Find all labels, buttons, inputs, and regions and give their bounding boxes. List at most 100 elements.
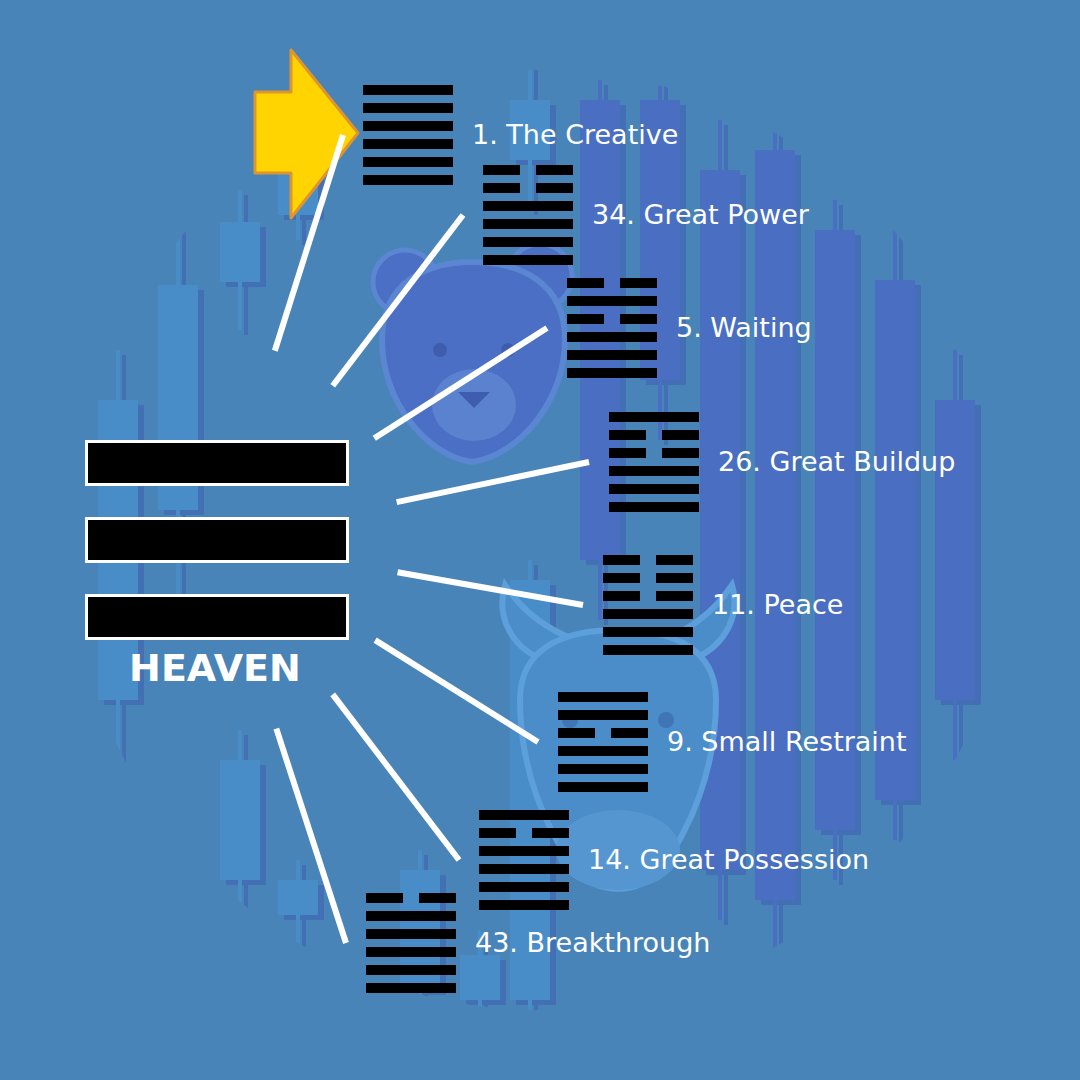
connector-line <box>374 328 547 438</box>
hexagram-symbol <box>603 555 693 655</box>
hexagram-line <box>656 591 693 601</box>
hexagram-line <box>363 103 453 113</box>
hexagram-line <box>366 929 456 939</box>
hexagram-line <box>479 810 569 820</box>
hexagram-line <box>567 368 657 378</box>
bear-nose <box>458 392 490 408</box>
hexagram-line <box>567 314 604 324</box>
candlestick <box>700 120 740 920</box>
candlestick <box>935 350 975 760</box>
hexagram-label: 14. Great Possession <box>588 844 869 876</box>
candlestick <box>220 730 260 930</box>
hexagram-line <box>603 555 640 565</box>
hexagram-symbol <box>479 810 569 910</box>
connector-line <box>333 215 463 386</box>
hexagram-label: 43. Breakthrough <box>475 927 710 959</box>
connector-line <box>276 729 346 943</box>
hexagram-line <box>609 484 699 494</box>
hexagram-line <box>479 900 569 910</box>
hexagram-node: 5. Waiting <box>547 278 812 378</box>
hexagram-line <box>603 573 640 583</box>
hexagram-line <box>609 502 699 512</box>
bear-head <box>373 244 572 462</box>
candlestick <box>815 200 855 880</box>
hexagram-line <box>536 183 573 193</box>
hexagram-line <box>363 139 453 149</box>
hexagram-line <box>363 121 453 131</box>
hexagram-line <box>558 710 648 720</box>
candlestick <box>278 860 318 960</box>
hexagram-label: 1. The Creative <box>472 119 678 151</box>
hexagram-line <box>558 692 648 702</box>
bear-face <box>382 262 565 462</box>
hexagram-line <box>567 296 657 306</box>
trigram-line <box>87 442 348 485</box>
hexagram-line <box>366 965 456 975</box>
hexagram-line <box>479 846 569 856</box>
hexagram-line <box>567 278 604 288</box>
hexagram-line <box>532 828 569 838</box>
hexagram-line <box>366 911 456 921</box>
hexagram-node: 43. Breakthrough <box>346 893 710 993</box>
connector-line <box>275 135 343 351</box>
hexagram-line <box>558 728 595 738</box>
hexagram-line <box>603 627 693 637</box>
hexagram-line <box>662 448 699 458</box>
hexagram-line <box>483 255 573 265</box>
hexagram-node: 9. Small Restraint <box>538 692 907 792</box>
hexagram-label: 26. Great Buildup <box>718 446 955 478</box>
hexagram-line <box>483 165 520 175</box>
hexagram-line <box>363 85 453 95</box>
connector-line <box>398 572 583 605</box>
hexagram-line <box>536 165 573 175</box>
hexagram-node: 11. Peace <box>583 555 843 655</box>
hexagram-line <box>609 448 646 458</box>
hexagram-line <box>603 609 693 619</box>
hexagram-symbol <box>567 278 657 378</box>
hexagram-line <box>656 555 693 565</box>
hexagram-line <box>558 764 648 774</box>
hexagram-symbol <box>609 412 699 512</box>
hexagram-line <box>366 893 403 903</box>
hexagram-line <box>479 828 516 838</box>
trigram-line <box>87 596 348 639</box>
trigram-line <box>87 519 348 562</box>
hexagram-line <box>662 430 699 440</box>
hexagram-line <box>558 782 648 792</box>
candlestick <box>755 130 795 960</box>
connector-line <box>397 462 589 502</box>
hexagram-line <box>483 201 573 211</box>
hexagram-line <box>419 893 456 903</box>
hexagram-symbol <box>366 893 456 993</box>
hexagram-line <box>363 157 453 167</box>
connector-line <box>375 640 538 742</box>
candlestick <box>640 60 680 440</box>
hexagram-label: 5. Waiting <box>676 312 812 344</box>
hexagram-line <box>483 219 573 229</box>
hexagram-symbol <box>363 85 453 185</box>
hexagram-line <box>609 412 699 422</box>
pointer-arrow <box>255 50 358 218</box>
hexagram-line <box>366 947 456 957</box>
hexagram-line <box>609 466 699 476</box>
hexagram-label: 34. Great Power <box>592 199 809 231</box>
trigram-node: HEAVEN <box>30 340 400 740</box>
hexagram-line <box>611 728 648 738</box>
hexagram-node: 34. Great Power <box>463 165 809 265</box>
hexagram-label: 9. Small Restraint <box>667 726 907 758</box>
hexagram-symbol <box>558 692 648 792</box>
hexagram-line <box>567 332 657 342</box>
hexagram-node: 14. Great Possession <box>459 810 869 910</box>
hexagram-line <box>620 278 657 288</box>
hexagram-line <box>483 237 573 247</box>
bear-snout <box>432 369 516 441</box>
hexagram-node: 26. Great Buildup <box>589 412 955 512</box>
trigram-symbol <box>85 440 349 640</box>
hexagram-line <box>603 645 693 655</box>
hexagram-line <box>483 183 520 193</box>
hexagram-line <box>609 430 646 440</box>
hexagram-symbol <box>483 165 573 265</box>
connector-line <box>333 694 459 860</box>
